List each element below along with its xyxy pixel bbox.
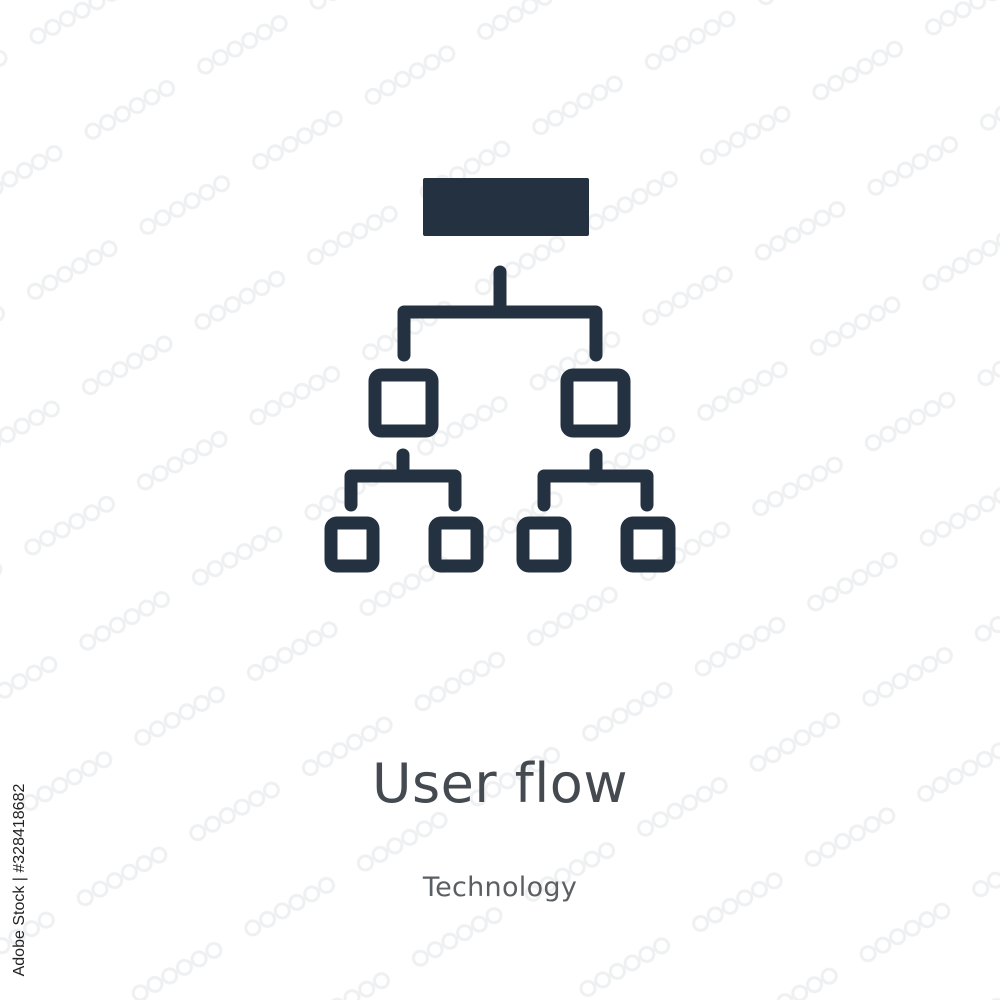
level2-node-left: [368, 368, 439, 438]
leaf-node-1: [324, 516, 380, 573]
user-flow-icon: [320, 170, 680, 580]
icon-category: Technology: [422, 872, 578, 903]
icon-title: User flow: [372, 752, 628, 815]
stock-id-label: Adobe Stock | #328418682: [8, 765, 32, 995]
leaf-node-3: [516, 516, 572, 573]
stock-id-text: Adobe Stock | #328418682: [11, 783, 28, 977]
leaf-node-4: [620, 516, 676, 573]
leaf-node-2: [428, 516, 484, 573]
level2-node-right: [560, 368, 631, 438]
root-node: [423, 178, 589, 236]
